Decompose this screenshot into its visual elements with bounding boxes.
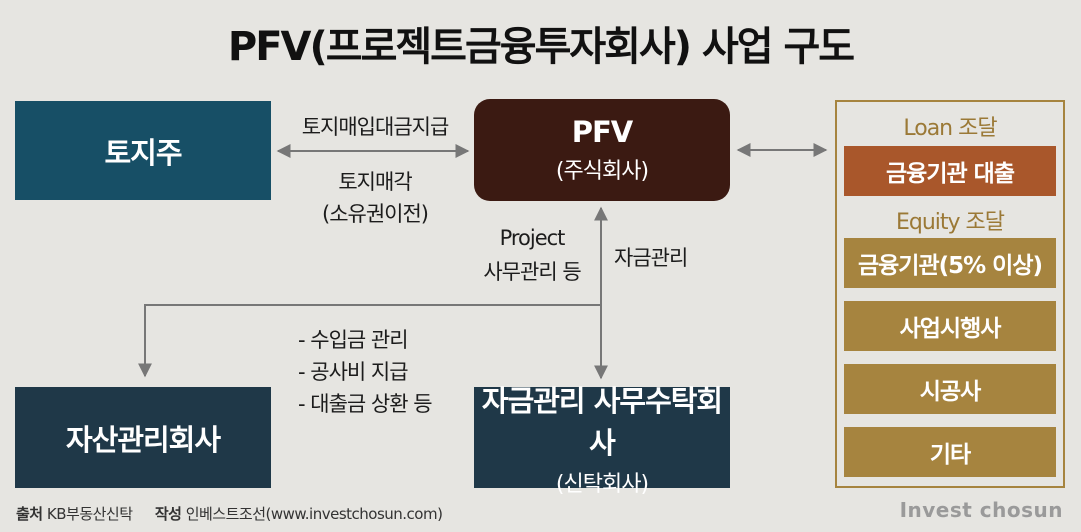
pfv-sublabel: (주식회사) xyxy=(555,159,649,184)
amc-box: 자산관리회사 xyxy=(15,387,271,488)
trustee-label: 자금관리 사무수탁회사 xyxy=(481,383,723,460)
brand-logo: Invest chosun xyxy=(899,498,1063,522)
landowner-box: 토지주 xyxy=(15,101,271,200)
author-text: 인베스트조선(www.investchosun.com) xyxy=(185,505,443,523)
land-sale-sublabel: (소유권이전) xyxy=(322,202,429,226)
equity-box: 시공사 xyxy=(844,364,1056,414)
equity-box: 금융기관(5% 이상) xyxy=(844,238,1056,288)
pfv-label: PFV xyxy=(571,115,634,149)
source-credit: 출처 KB부동산신탁 작성 인베스트조선(www.investchosun.co… xyxy=(16,503,443,524)
land-sale-label: 토지매각 xyxy=(338,170,412,194)
funding-panel: Loan 조달 금융기관 대출 Equity 조달 금융기관(5% 이상) 사업… xyxy=(835,100,1065,488)
equity-title: Equity 조달 xyxy=(895,210,1005,235)
fund-mgmt-label: 자금관리 xyxy=(614,246,688,270)
amc-label: 자산관리회사 xyxy=(65,422,221,457)
loan-box: 금융기관 대출 xyxy=(844,146,1056,196)
author-label: 작성 xyxy=(154,505,182,523)
land-payment-label: 토지매입대금지급 xyxy=(301,115,450,139)
project-label-line1: Project xyxy=(499,226,566,250)
equity-box: 사업시행사 xyxy=(844,301,1056,351)
pfv-to-amc-arrow xyxy=(138,304,601,378)
trustee-sublabel: (신탁회사) xyxy=(555,471,649,497)
landowner-label: 토지주 xyxy=(104,135,182,170)
loan-title: Loan 조달 xyxy=(903,116,997,141)
project-label-line2: 사무관리 등 xyxy=(483,260,581,284)
pfv-box: PFV (주식회사) xyxy=(474,99,730,201)
duty-item: - 수입금 관리 xyxy=(298,328,409,352)
equity-box: 기타 xyxy=(844,427,1056,477)
trustee-box: 자금관리 사무수탁회사 (신탁회사) xyxy=(474,384,730,497)
duty-item: - 공사비 지급 xyxy=(298,360,409,384)
duty-item: - 대출금 상환 등 xyxy=(298,392,433,416)
source-label: 출처 xyxy=(16,505,43,523)
diagram-title: PFV(프로젝트금융투자회사) 사업 구도 xyxy=(227,24,855,70)
source-text: KB부동산신탁 xyxy=(46,505,133,523)
